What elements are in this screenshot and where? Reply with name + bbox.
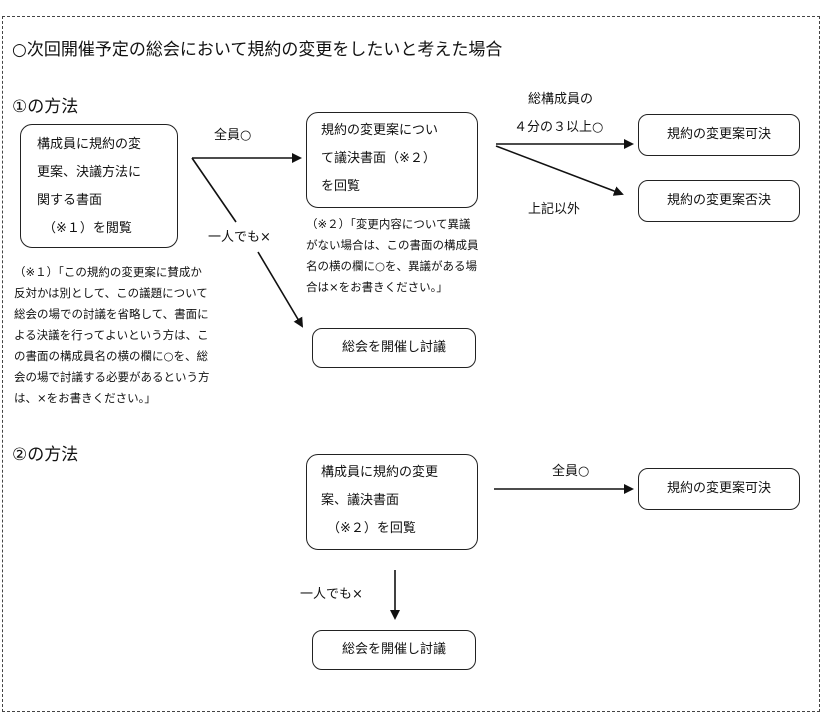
method1-label-quarter-2: ４分の３以上○ — [514, 120, 604, 135]
method2-start-line: （※２）を回覧 — [327, 521, 416, 536]
method1-mid-box: 規約の変更案につい て議決書面（※２） を回覧 — [306, 112, 478, 208]
method2-label-one-x: 一人でも× — [300, 587, 363, 602]
method2-result-pass-label: 規約の変更案可決 — [666, 481, 771, 496]
method1-start-line: （※１）を閲覧 — [43, 221, 132, 236]
method1-result-pass: 規約の変更案可決 — [638, 114, 800, 156]
method1-result-reject: 規約の変更案否決 — [638, 180, 800, 222]
method1-note-1: （※１）「この規約の変更案に賛成か 反対かは別として、この議題について 総会の場… — [14, 265, 210, 405]
arrow-m1-start-to-meeting — [191, 157, 302, 326]
method1-note-2: （※２）「変更内容について異議 がない場合は、この書面の構成員 名の横の欄に○を… — [306, 217, 479, 294]
method1-mid-line: を回覧 — [321, 179, 361, 194]
method2-heading: ②の方法 — [12, 445, 79, 465]
method1-result-pass-label: 規約の変更案可決 — [666, 127, 771, 142]
method1-label-one-x: 一人でも× — [208, 230, 271, 245]
method2-result-meeting: 総会を開催し討議 — [312, 630, 476, 670]
method1-label-else: 上記以外 — [528, 202, 581, 217]
method1-start-line: 更案、決議方法に — [37, 165, 142, 180]
method1-result-meeting: 総会を開催し討議 — [312, 328, 476, 368]
method2-result-pass: 規約の変更案可決 — [638, 468, 800, 510]
method1-label-quarter-1: 総構成員の — [528, 92, 594, 107]
dashed-frame — [2, 16, 820, 712]
method2-start-line: 案、議決書面 — [321, 493, 400, 508]
method2-result-meeting-label: 総会を開催し討議 — [341, 642, 446, 657]
method1-start-box: 構成員に規約の変 更案、決議方法に 関する書面 （※１）を閲覧 — [20, 124, 178, 248]
method2-label-all-ok: 全員○ — [552, 464, 590, 479]
method1-heading: ①の方法 — [12, 97, 79, 117]
method1-label-all-ok: 全員○ — [214, 128, 252, 143]
method1-mid-line: て議決書面（※２） — [321, 151, 436, 166]
method1-result-meeting-label: 総会を開催し討議 — [341, 340, 446, 355]
arrow-m1-mid-to-reject — [495, 145, 624, 196]
method1-mid-line: 規約の変更案につい — [321, 123, 439, 138]
method1-result-reject-label: 規約の変更案否決 — [666, 193, 771, 208]
method1-start-line: 構成員に規約の変 — [37, 137, 142, 152]
page-title: ○次回開催予定の総会において規約の変更をしたいと考えた場合 — [12, 40, 503, 60]
method2-start-box: 構成員に規約の変更 案、議決書面 （※２）を回覧 — [306, 454, 478, 550]
method2-start-line: 構成員に規約の変更 — [321, 465, 439, 480]
method1-start-line: 関する書面 — [37, 193, 103, 208]
